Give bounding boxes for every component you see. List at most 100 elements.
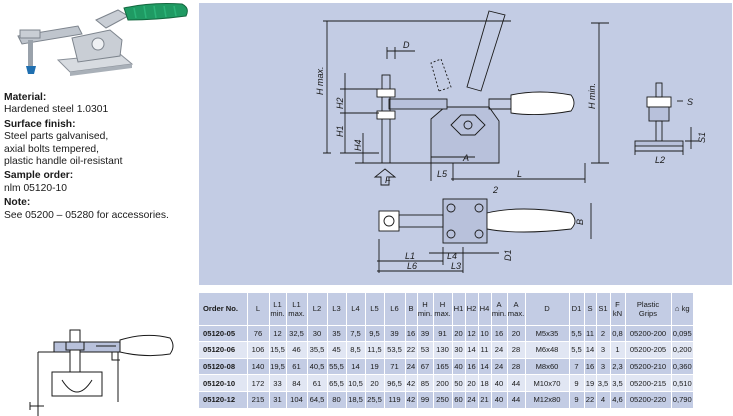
label-f: F [385, 175, 391, 185]
column-header: S [584, 293, 597, 325]
table-cell: 5,5 [569, 341, 585, 359]
column-header-label: Plastic [636, 299, 660, 309]
column-header: L3 [327, 293, 347, 325]
column-header-label: F [615, 299, 620, 309]
table-cell: 40 [491, 374, 508, 392]
table-cell: 4,6 [610, 390, 626, 408]
table-cell: 24 [491, 341, 508, 359]
column-header-sublabel: min. [491, 308, 507, 318]
column-header-sublabel: max. [288, 308, 305, 318]
table-cell: 16 [405, 324, 418, 342]
table-cell: 140 [247, 357, 270, 375]
table-cell: 0,200 [671, 341, 693, 359]
table-cell: 30 [307, 324, 328, 342]
table-cell: 10,5 [346, 374, 366, 392]
product-photo [0, 0, 196, 86]
table-cell: 45 [327, 341, 347, 359]
table-cell: 11 [584, 324, 597, 342]
table-cell: 119 [384, 390, 406, 408]
table-cell: 2,3 [610, 357, 626, 375]
table-cell: 3 [596, 341, 611, 359]
table-cell: 46 [286, 341, 308, 359]
order-number-cell: 05120-06 [199, 341, 248, 359]
column-header-sublabel: max. [507, 308, 525, 318]
table-cell: 05200-210 [625, 357, 672, 375]
column-header-label: A [496, 299, 502, 309]
column-header-label: H [439, 299, 446, 309]
table-cell: 76 [247, 324, 270, 342]
column-header-sublabel: Grips [638, 308, 658, 318]
table-cell: 99 [417, 390, 434, 408]
application-drawing [0, 324, 196, 416]
table-cell: 28 [507, 341, 526, 359]
note-heading: Note: [4, 197, 31, 209]
table-cell: 24 [465, 390, 479, 408]
table-cell: 9,5 [365, 324, 385, 342]
label-l5: L5 [437, 169, 448, 179]
table-cell: 16 [584, 357, 597, 375]
spec-text: Material: Hardened steel 1.0301 Surface … [4, 92, 196, 222]
table-cell: 40 [452, 357, 466, 375]
column-header: H2 [465, 293, 479, 325]
material-value: Hardened steel 1.0301 [4, 104, 109, 116]
column-header-label: L5 [370, 304, 379, 314]
table-cell: 0,8 [610, 324, 626, 342]
column-header-label: B [408, 304, 414, 314]
column-header-label: A [513, 299, 519, 309]
table-cell: 19,5 [269, 357, 287, 375]
table-cell: 05200-220 [625, 390, 672, 408]
table-cell: 05200-205 [625, 341, 672, 359]
table-cell: 0,510 [671, 374, 693, 392]
label-h4: H4 [353, 139, 363, 151]
label-h-max: H max. [315, 66, 325, 95]
column-header-label: ⌂ kg [674, 304, 690, 314]
column-header: L [247, 293, 270, 325]
table-cell: 20 [507, 324, 526, 342]
table-cell: 200 [433, 374, 453, 392]
column-header: Order No. [199, 293, 248, 325]
table-cell: 106 [247, 341, 270, 359]
column-header-label: L2 [312, 304, 322, 314]
column-header: H4 [478, 293, 492, 325]
table-cell: 44 [507, 374, 526, 392]
label-s: S [687, 97, 693, 107]
table-cell: 65,5 [327, 374, 347, 392]
note-value: See 05200 – 05280 for accessories. [4, 209, 169, 221]
table-cell: 104 [286, 390, 308, 408]
column-header-label: D1 [571, 304, 582, 314]
surface-finish-line: Steel parts galvanised, [4, 131, 109, 143]
table-cell: 61 [286, 357, 308, 375]
order-number-cell: 05120-08 [199, 357, 248, 375]
table-cell: 0,790 [671, 390, 693, 408]
table-cell: 215 [247, 390, 270, 408]
label-b: B [575, 219, 585, 225]
table-cell: M12x80 [525, 390, 570, 408]
table-cell: 24 [405, 357, 418, 375]
table-cell: 39 [417, 324, 434, 342]
label-2: 2 [492, 185, 498, 195]
order-number-cell: 05120-10 [199, 374, 248, 392]
column-header: ⌂ kg [671, 293, 693, 325]
label-l4: L4 [447, 251, 457, 261]
column-header-label: S1 [598, 304, 608, 314]
table-cell: 42 [405, 390, 418, 408]
column-header: H1 [452, 293, 466, 325]
surface-finish-line: plastic handle oil-resistant [4, 156, 123, 168]
column-header-label: S [587, 304, 593, 314]
table-cell: 96,5 [384, 374, 406, 392]
table-cell: 130 [433, 341, 453, 359]
column-header: L6 [384, 293, 406, 325]
column-header-label: L [255, 304, 261, 314]
table-cell: 165 [433, 357, 453, 375]
material-heading: Material: [4, 92, 47, 103]
table-cell: 50 [452, 374, 466, 392]
table-cell: 5,5 [569, 324, 585, 342]
table-cell: 64,5 [307, 390, 328, 408]
